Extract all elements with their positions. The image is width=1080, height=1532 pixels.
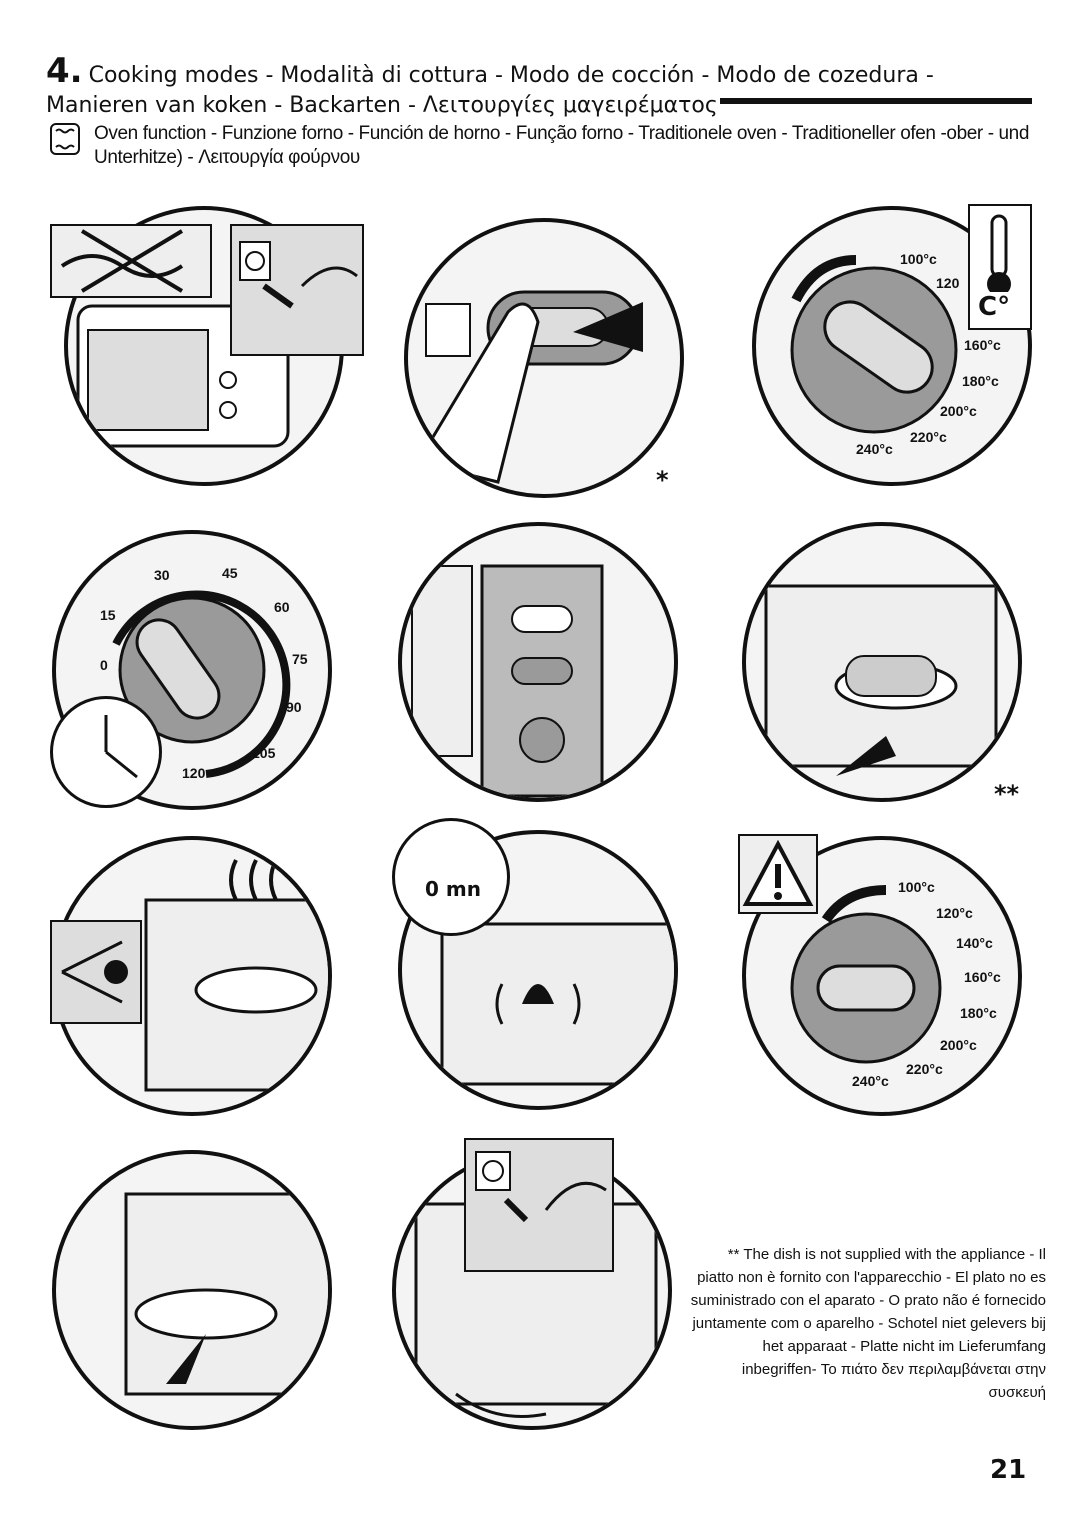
temp-mark: 240°c bbox=[856, 441, 893, 457]
thermometer-icon: C° bbox=[968, 204, 1032, 330]
celsius-label: C° bbox=[978, 292, 1011, 322]
section-subtitle: Oven function - Funzione forno - Función… bbox=[94, 123, 1030, 168]
temp-mark: 120 bbox=[936, 275, 960, 291]
press-oven-button-illustration bbox=[404, 218, 684, 498]
temp-mark: 120°c bbox=[936, 905, 973, 921]
reset-dial-illustration bbox=[742, 836, 1022, 1116]
title-line-2: Manieren van koken - Backarten - Λειτουρ… bbox=[46, 93, 718, 118]
page-title: 4.Cooking modes - Modalità di cottura - … bbox=[46, 54, 1046, 121]
warning-icon bbox=[738, 834, 818, 914]
eye-icon bbox=[50, 920, 142, 1024]
temp-mark: 160°c bbox=[964, 337, 1001, 353]
remove-dish-illustration bbox=[52, 1150, 332, 1430]
timer-mark: 75 bbox=[292, 651, 308, 667]
timer-mark: 0 bbox=[100, 657, 108, 673]
page-number: 21 bbox=[990, 1455, 1027, 1485]
timer-mark: 120 bbox=[182, 765, 206, 781]
reset-dial-labels: 100°c 120°c 140°c 160°c 180°c 200°c 220°… bbox=[852, 879, 1001, 1089]
timer-end-label: 0 mn bbox=[425, 877, 481, 901]
temp-mark: 200°c bbox=[940, 1037, 977, 1053]
double-asterisk: ** bbox=[994, 780, 1020, 808]
temp-mark: 180°c bbox=[960, 1005, 997, 1021]
temp-mark: 100°c bbox=[898, 879, 935, 895]
timer-mark: 30 bbox=[154, 567, 170, 583]
title-rule bbox=[720, 98, 1032, 104]
timer-mark: 45 bbox=[222, 565, 238, 581]
temperature-dial-labels: 100°c 120 160°c 180°c 200°c 220°c 240°c bbox=[856, 251, 1001, 457]
timer-mark: 60 bbox=[274, 599, 290, 615]
temp-mark: 160°c bbox=[964, 969, 1001, 985]
title-line-1: Cooking modes - Modalità di cottura - Mo… bbox=[88, 63, 934, 88]
temp-mark: 240°c bbox=[852, 1073, 889, 1089]
footnote: ** The dish is not supplied with the app… bbox=[690, 1246, 1046, 1401]
temp-mark: 220°c bbox=[906, 1061, 943, 1077]
section-number: 4. bbox=[46, 51, 83, 91]
temperature-dial-illustration bbox=[752, 206, 1032, 486]
temp-mark: 200°c bbox=[940, 403, 977, 419]
timer-mark: 105 bbox=[252, 745, 276, 761]
cord-crossed-icon bbox=[50, 224, 212, 298]
temp-mark: 220°c bbox=[910, 429, 947, 445]
insert-dish-illustration bbox=[742, 522, 1022, 802]
unplug-socket-icon bbox=[464, 1138, 614, 1272]
oven-function-icon bbox=[50, 123, 80, 155]
timer-mark: 90 bbox=[286, 699, 302, 715]
timer-dial-labels: 0 15 30 45 60 75 90 105 120 bbox=[100, 565, 308, 781]
timer-mark: 15 bbox=[100, 607, 116, 623]
watch-cooking-illustration bbox=[52, 836, 332, 1116]
temp-mark: 180°c bbox=[962, 373, 999, 389]
clock-icon bbox=[50, 696, 162, 808]
control-panel-illustration bbox=[398, 522, 678, 802]
temp-mark: 140°c bbox=[956, 935, 993, 951]
timer-end-badge: 0 mn bbox=[392, 818, 510, 936]
single-asterisk: * bbox=[656, 466, 669, 494]
plug-socket-icon bbox=[230, 224, 364, 356]
temp-mark: 100°c bbox=[900, 251, 937, 267]
